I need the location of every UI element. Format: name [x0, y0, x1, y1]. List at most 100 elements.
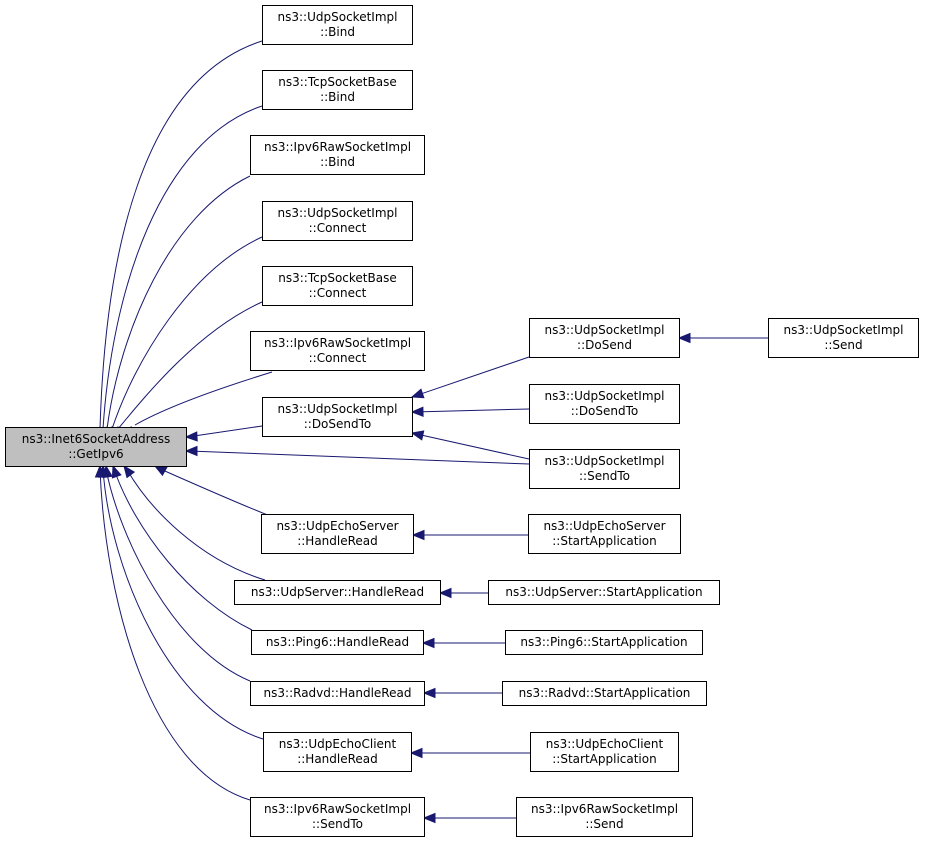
nodes-layer: ns3::Inet6SocketAddress::GetIpv6ns3::Udp… [5, 5, 919, 837]
node-label-class: ns3::Ping6::StartApplication [520, 635, 687, 649]
node-box [502, 681, 707, 706]
edge-ping6_hr-to-root [111, 464, 253, 631]
arrowhead-icon [411, 529, 425, 541]
node-label-method: ::Connect [309, 286, 367, 300]
arrowhead-icon [677, 332, 691, 344]
node-label-class: ns3::UdpSocketImpl [545, 323, 665, 337]
arrowhead-icon [111, 464, 122, 479]
node-ping6-hr[interactable]: ns3::Ping6::HandleRead [251, 630, 424, 655]
arrowhead-icon [184, 431, 198, 442]
edge-line [102, 468, 264, 740]
node-udp-echo-server-hr[interactable]: ns3::UdpEchoServer::HandleRead [261, 514, 414, 554]
node-label-class: ns3::Radvd::StartApplication [519, 686, 691, 700]
node-label-method: ::Bind [320, 25, 355, 39]
edge-ping6_sa-to-ping6_hr [421, 637, 505, 649]
edge-raw_send-to-raw_sendto [422, 812, 516, 824]
edge-udp_sendto-to-root [184, 445, 530, 465]
edge-tcp_bind-to-root [97, 105, 263, 439]
node-udp-echo-client-sa[interactable]: ns3::UdpEchoClient::StartApplication [530, 732, 679, 772]
node-udp-connect[interactable]: ns3::UdpSocketImpl::Connect [262, 201, 413, 241]
node-label-method: ::StartApplication [552, 752, 656, 766]
arrowhead-icon [409, 747, 423, 759]
node-box [529, 449, 680, 489]
node-label-class: ns3::Ping6::HandleRead [266, 635, 409, 649]
node-label-method: ::Send [585, 817, 623, 831]
node-udp-echo-server-sa[interactable]: ns3::UdpEchoServer::StartApplication [528, 514, 681, 554]
edge-line [422, 434, 530, 460]
arrowhead-icon [153, 465, 168, 477]
edge-udp_server_sa-to-udp_server_hr [438, 587, 488, 599]
edge-line [117, 301, 263, 430]
edge-udp_server_hr-to-root [123, 464, 266, 581]
edge-line [422, 408, 530, 413]
node-udp-server-hr[interactable]: ns3::UdpServer::HandleRead [234, 580, 441, 605]
node-label-class: ns3::UdpEchoServer [276, 519, 398, 533]
node-tcp-bind[interactable]: ns3::TcpSocketBase::Bind [262, 70, 413, 110]
node-box [529, 384, 680, 424]
node-box [505, 630, 703, 655]
node-label-method: ::SendTo [312, 817, 363, 831]
node-label-method: ::HandleRead [297, 534, 378, 548]
node-raw-connect[interactable]: ns3::Ipv6RawSocketImpl::Connect [250, 331, 425, 371]
node-raw-bind[interactable]: ns3::Ipv6RawSocketImpl::Bind [250, 135, 425, 175]
node-udp-server-sa[interactable]: ns3::UdpServer::StartApplication [488, 580, 720, 605]
edge-line [99, 40, 263, 430]
node-box [262, 397, 413, 437]
node-label-method: ::HandleRead [297, 752, 378, 766]
edge-udp_dosendto-to-root [184, 425, 263, 442]
node-udp-dosendto[interactable]: ns3::UdpSocketImpl::DoSendTo [262, 397, 413, 437]
node-label-class: ns3::Inet6SocketAddress [22, 432, 170, 446]
edge-udp_sendto-to-udp_dosendto [410, 430, 530, 460]
node-label-class: ns3::TcpSocketBase [278, 75, 396, 89]
node-raw-sendto[interactable]: ns3::Ipv6RawSocketImpl::SendTo [250, 797, 425, 837]
node-box [262, 5, 413, 45]
node-label-method: ::SendTo [579, 469, 630, 483]
edge-line [422, 356, 530, 394]
arrowhead-icon [422, 812, 436, 824]
node-box [516, 797, 693, 837]
node-udp-dosend[interactable]: ns3::UdpSocketImpl::DoSend [529, 318, 680, 358]
edge-line [188, 450, 530, 465]
node-radvd-hr[interactable]: ns3::Radvd::HandleRead [250, 681, 425, 706]
node-root[interactable]: ns3::Inet6SocketAddress::GetIpv6 [5, 427, 187, 467]
node-radvd-sa[interactable]: ns3::Radvd::StartApplication [502, 681, 707, 706]
node-label-class: ns3::UdpSocketImpl [784, 323, 904, 337]
node-ping6-sa[interactable]: ns3::Ping6::StartApplication [505, 630, 703, 655]
arrowhead-icon [438, 587, 452, 599]
arrowhead-icon [410, 430, 425, 441]
edge-udp_echo_server_sa-to-udp_echo_server_hr [411, 529, 528, 541]
arrowhead-icon [422, 687, 436, 699]
node-label-method: ::Connect [309, 351, 367, 365]
node-box [263, 732, 412, 772]
edges-layer [94, 40, 768, 824]
edge-udp_connect-to-root [106, 236, 263, 439]
node-label-method: ::DoSendTo [571, 404, 639, 418]
node-udp-bind[interactable]: ns3::UdpSocketImpl::Bind [262, 5, 413, 45]
edge-line [105, 468, 251, 682]
edge-udp_echo_server_hr-to-root [153, 465, 271, 517]
node-label-class: ns3::UdpSocketImpl [545, 454, 665, 468]
edge-udp_dosend-to-udp_dosendto [410, 356, 530, 399]
edge-line [113, 468, 253, 631]
node-udp-send[interactable]: ns3::UdpSocketImpl::Send [768, 318, 919, 358]
node-box [234, 580, 441, 605]
node-label-class: ns3::UdpServer::StartApplication [505, 585, 702, 599]
node-label-class: ns3::UdpEchoClient [546, 737, 664, 751]
edge-udp_echo_client_sa-to-udp_echo_client_hr [409, 747, 530, 759]
arrowhead-icon [410, 406, 424, 417]
node-label-class: ns3::Ipv6RawSocketImpl [264, 336, 411, 350]
node-tcp-connect[interactable]: ns3::TcpSocketBase::Connect [262, 266, 413, 306]
node-box [250, 681, 425, 706]
node-box [261, 514, 414, 554]
arrowhead-icon [184, 445, 198, 457]
node-udp-dosendto2[interactable]: ns3::UdpSocketImpl::DoSendTo [529, 384, 680, 424]
node-label-method: ::Bind [320, 155, 355, 169]
node-udp-echo-client-hr[interactable]: ns3::UdpEchoClient::HandleRead [263, 732, 412, 772]
arrowhead-icon [94, 464, 106, 478]
node-raw-send[interactable]: ns3::Ipv6RawSocketImpl::Send [516, 797, 693, 837]
node-label-class: ns3::UdpServer::HandleRead [251, 585, 424, 599]
node-udp-sendto[interactable]: ns3::UdpSocketImpl::SendTo [529, 449, 680, 489]
node-label-class: ns3::Ipv6RawSocketImpl [531, 802, 678, 816]
